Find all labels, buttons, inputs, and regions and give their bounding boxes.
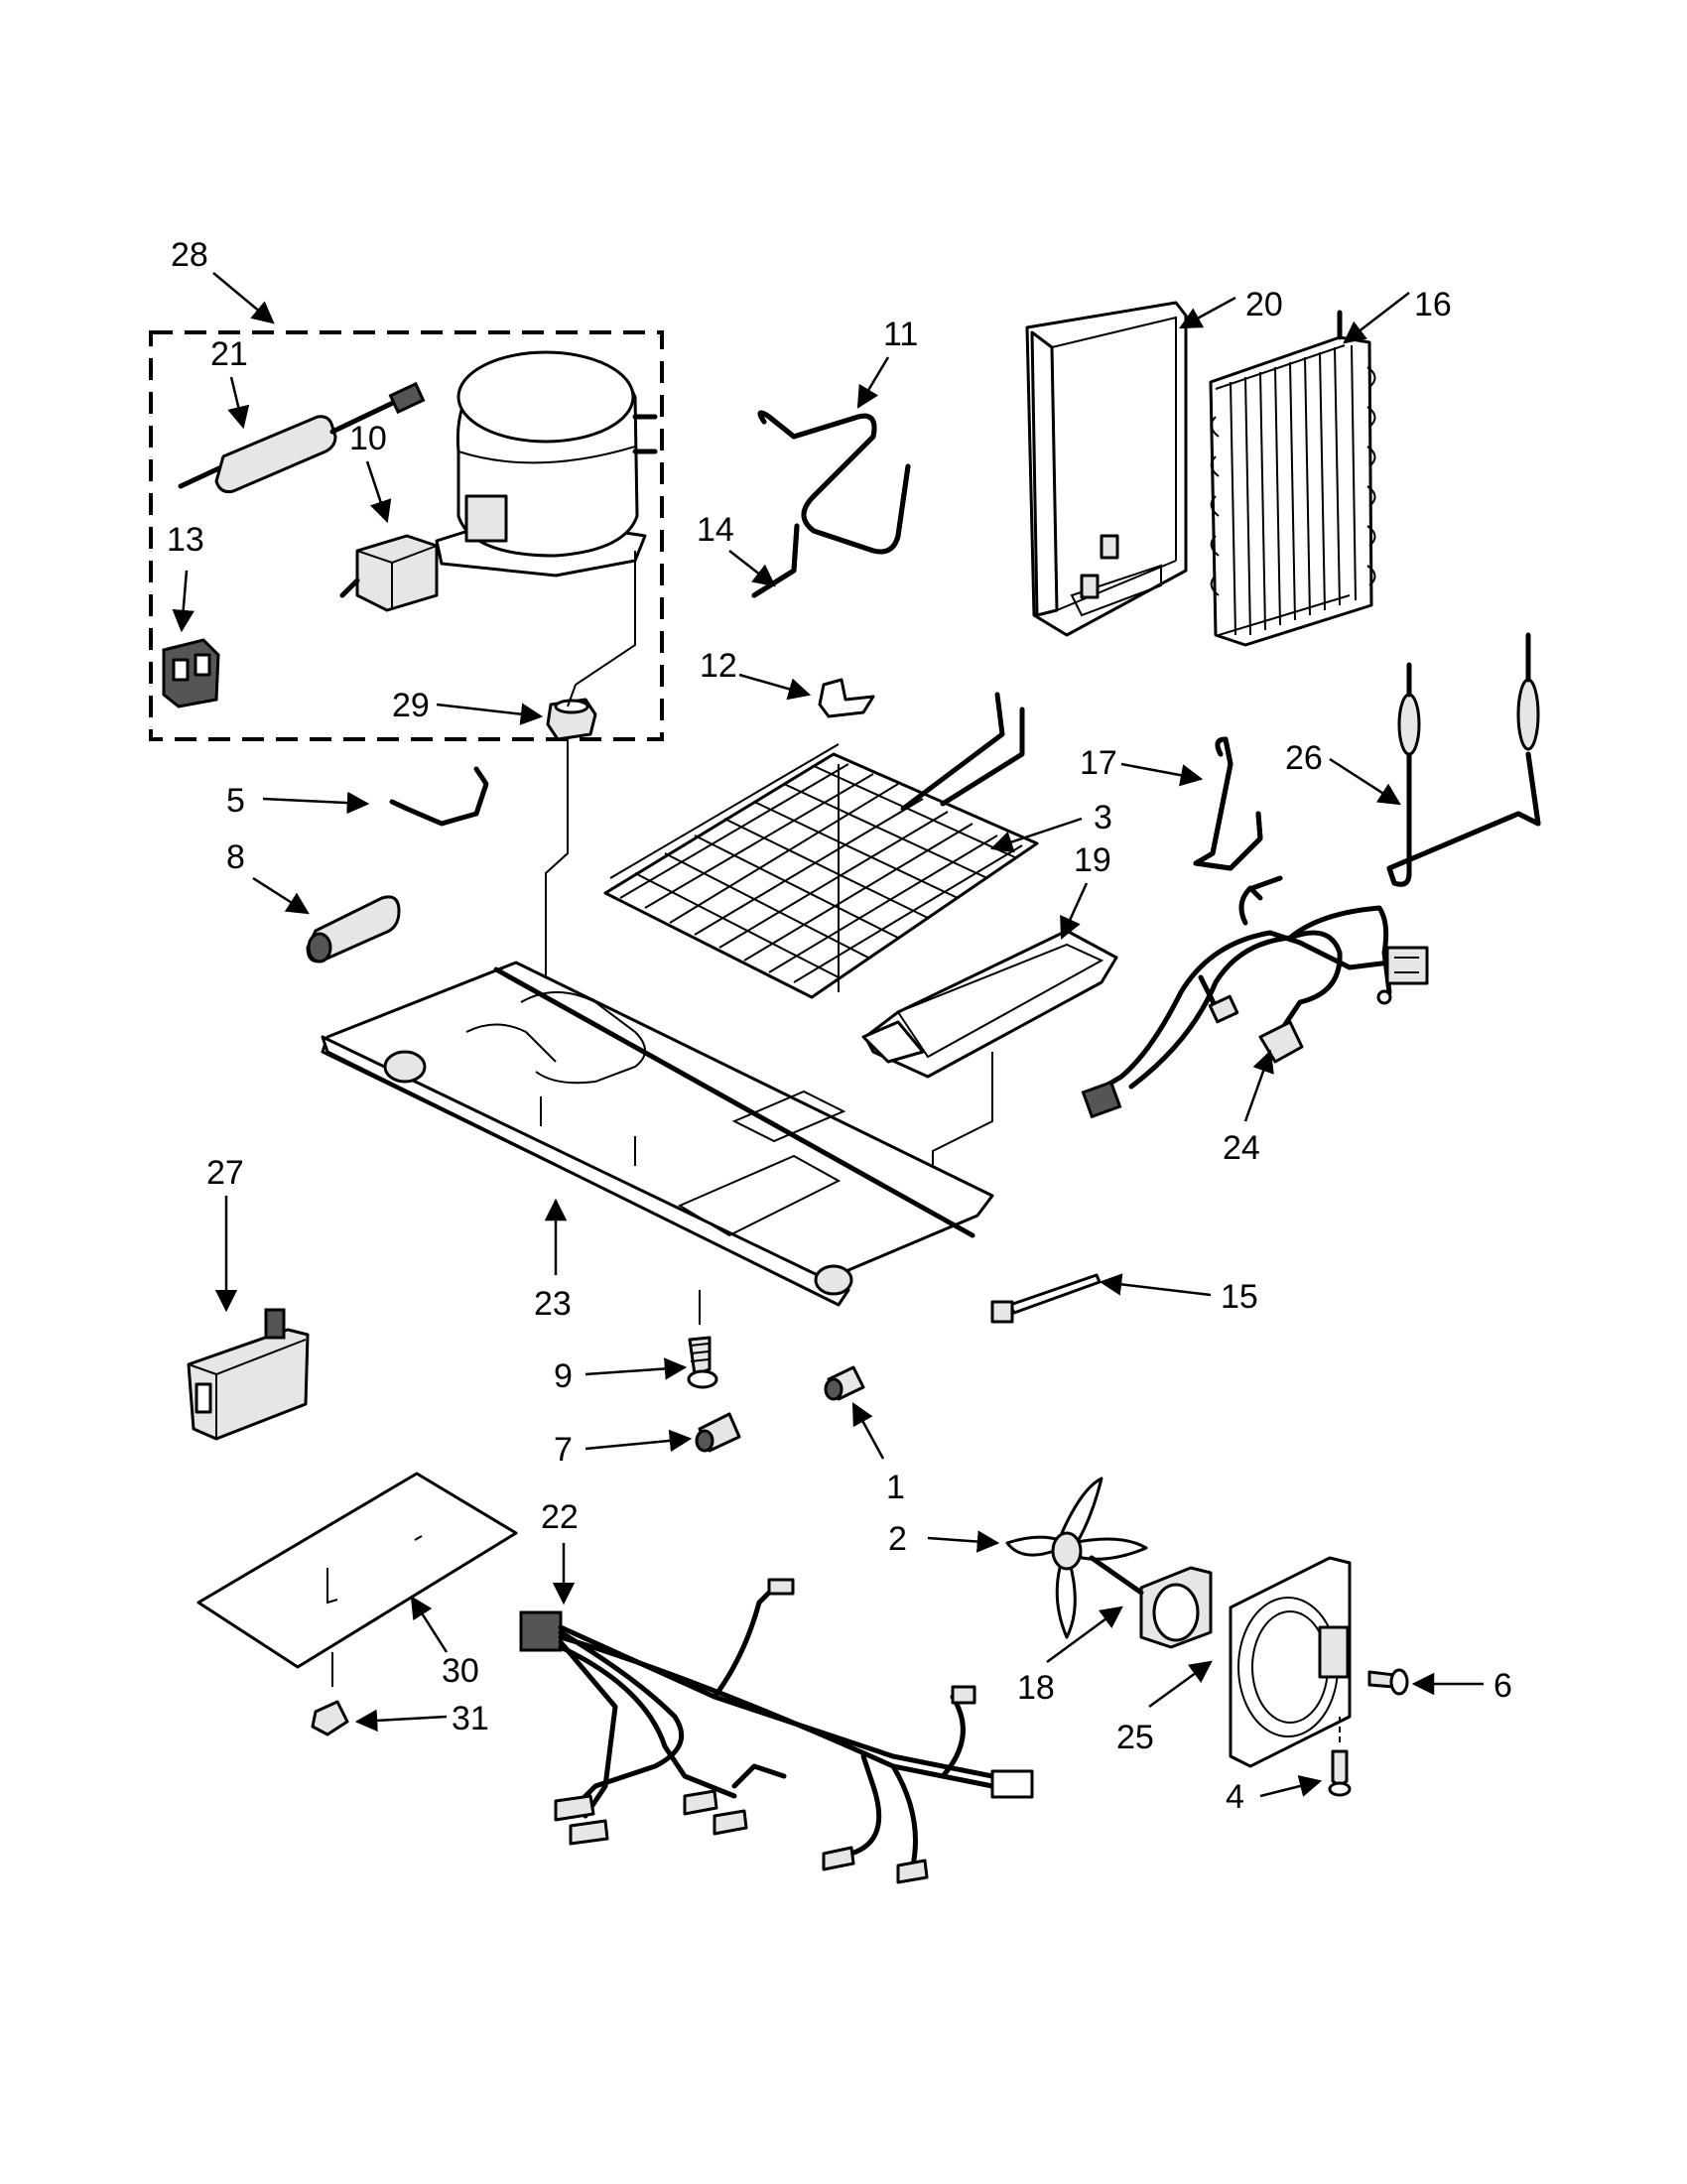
insulation-sheet[interactable] bbox=[196, 1472, 518, 1687]
cable-tie[interactable] bbox=[990, 1273, 1102, 1324]
tube-17[interactable] bbox=[1193, 736, 1263, 871]
callout-20: 20 bbox=[1245, 286, 1283, 323]
compressor[interactable] bbox=[435, 350, 658, 578]
callout-17: 17 bbox=[1080, 744, 1117, 782]
condenser[interactable] bbox=[603, 692, 1039, 999]
callout-13: 13 bbox=[167, 521, 204, 559]
base-plate[interactable] bbox=[321, 961, 994, 1307]
callout-4: 4 bbox=[1226, 1778, 1244, 1816]
callout-11: 11 bbox=[883, 316, 918, 353]
tube-14[interactable] bbox=[751, 523, 800, 598]
control-module[interactable] bbox=[187, 1308, 310, 1441]
callout-15: 15 bbox=[1221, 1278, 1258, 1316]
callout-9: 9 bbox=[554, 1357, 573, 1395]
screw-4[interactable] bbox=[1328, 1717, 1352, 1797]
callout-3: 3 bbox=[1094, 799, 1112, 836]
foam-tube[interactable] bbox=[306, 895, 401, 964]
grommet[interactable] bbox=[546, 698, 597, 741]
filter-drier[interactable] bbox=[178, 381, 426, 493]
start-relay[interactable] bbox=[339, 534, 439, 612]
evaporator[interactable] bbox=[1209, 310, 1376, 647]
callout-22: 22 bbox=[541, 1498, 579, 1536]
clip[interactable] bbox=[818, 678, 875, 718]
evaporator-cover[interactable] bbox=[1025, 301, 1188, 637]
wire-clip[interactable] bbox=[389, 766, 489, 827]
callout-18: 18 bbox=[1017, 1669, 1055, 1707]
callout-28: 28 bbox=[171, 236, 208, 274]
callout-10: 10 bbox=[349, 420, 387, 457]
callout-29: 29 bbox=[392, 687, 430, 724]
callout-12: 12 bbox=[700, 647, 737, 685]
heat-exchanger[interactable] bbox=[1386, 632, 1541, 887]
overload[interactable] bbox=[162, 638, 220, 708]
callout-30: 30 bbox=[442, 1652, 479, 1690]
grommet-7[interactable] bbox=[695, 1412, 741, 1453]
callout-26: 26 bbox=[1285, 739, 1323, 777]
callout-31: 31 bbox=[452, 1700, 489, 1737]
screw-6[interactable] bbox=[1367, 1668, 1409, 1696]
compressor-wire bbox=[545, 551, 636, 1012]
screw-9[interactable] bbox=[687, 1290, 718, 1389]
callout-23: 23 bbox=[534, 1285, 572, 1323]
callout-21: 21 bbox=[210, 335, 248, 373]
fan-motor[interactable] bbox=[1089, 1555, 1213, 1649]
callout-16: 16 bbox=[1414, 286, 1452, 323]
leader-arrows bbox=[172, 272, 1484, 1798]
callout-1: 1 bbox=[886, 1469, 905, 1506]
grommet-1[interactable] bbox=[824, 1365, 865, 1401]
callout-24: 24 bbox=[1223, 1129, 1260, 1167]
callout-8: 8 bbox=[226, 838, 245, 876]
callout-27: 27 bbox=[206, 1154, 244, 1192]
callout-6: 6 bbox=[1493, 1667, 1512, 1705]
wire-harness[interactable] bbox=[519, 1578, 1034, 1884]
clip-31[interactable] bbox=[311, 1700, 349, 1736]
callout-14: 14 bbox=[697, 511, 734, 549]
callout-labels: 28 21 10 13 29 11 14 12 20 16 17 26 3 19… bbox=[167, 236, 1512, 1816]
compressor-kit-box bbox=[149, 330, 664, 741]
callout-25: 25 bbox=[1116, 1719, 1154, 1756]
callout-7: 7 bbox=[554, 1431, 573, 1469]
fan-shroud[interactable] bbox=[1229, 1556, 1352, 1768]
callout-5: 5 bbox=[226, 782, 245, 820]
tube-11[interactable] bbox=[757, 410, 911, 555]
callout-19: 19 bbox=[1074, 841, 1111, 879]
power-cord-harness[interactable] bbox=[1081, 875, 1429, 1119]
fan-blade[interactable] bbox=[1005, 1477, 1148, 1639]
callout-2: 2 bbox=[888, 1520, 907, 1558]
